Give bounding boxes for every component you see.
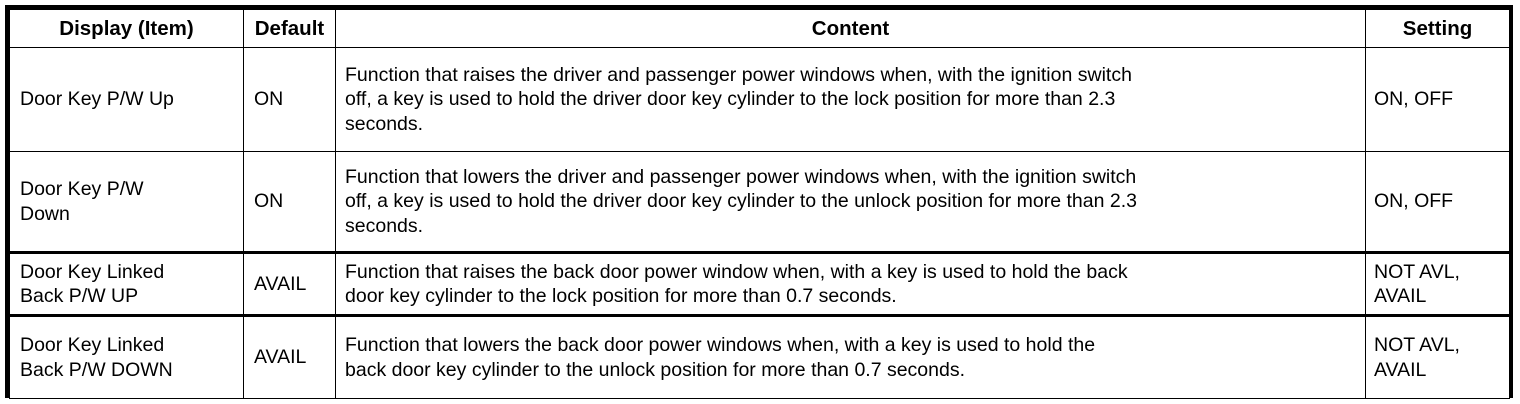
content-line: off, a key is used to hold the driver do… (345, 190, 1137, 213)
setting-line: NOT AVL, (1374, 260, 1460, 283)
cell-setting: NOT AVL, AVAIL (1365, 251, 1510, 316)
cell-display-item: Door Key P/W Down (9, 151, 244, 253)
cell-content: Function that lowers the back door power… (335, 314, 1366, 399)
table-row: Door Key Linked Back P/W UP AVAIL Functi… (9, 251, 1510, 316)
cell-content: Function that lowers the driver and pass… (335, 151, 1366, 253)
table-row: Door Key Linked Back P/W DOWN AVAIL Func… (9, 314, 1510, 399)
table-row: Door Key P/W Down ON Function that lower… (9, 151, 1510, 253)
table-row: Door Key P/W Up ON Function that raises … (9, 47, 1510, 152)
column-header-content: Content (335, 9, 1366, 48)
cell-content: Function that raises the driver and pass… (335, 47, 1366, 152)
item-line: Door Key Linked (20, 260, 165, 283)
content-line: seconds. (345, 214, 424, 237)
content-line: seconds. (345, 112, 424, 135)
item-line: Back P/W UP (20, 285, 139, 307)
setting-line: AVAIL (1374, 358, 1427, 381)
content-line: Function that raises the driver and pass… (345, 63, 1132, 86)
cell-display-item: Door Key Linked Back P/W DOWN (9, 314, 244, 399)
setting-line: NOT AVL, (1374, 334, 1460, 357)
item-line: Down (20, 202, 70, 225)
content-line: Function that raises the back door power… (345, 260, 1128, 283)
setting-line: AVAIL (1374, 285, 1427, 307)
item-line: Back P/W DOWN (20, 358, 173, 381)
content-line: Function that lowers the driver and pass… (345, 165, 1137, 188)
content-line: Function that lowers the back door power… (345, 334, 1096, 357)
cell-setting: NOT AVL, AVAIL (1365, 314, 1510, 399)
cell-default: AVAIL (243, 251, 336, 316)
setting-line: ON, OFF (1374, 88, 1454, 111)
item-line: Door Key Linked (20, 334, 165, 357)
table-header-row: Display (Item) Default Content Setting (9, 9, 1510, 48)
table-header: Display (Item) Default Content Setting (9, 9, 1510, 48)
cell-display-item: Door Key P/W Up (9, 47, 244, 152)
column-header-display-item: Display (Item) (9, 9, 244, 48)
content-line: door key cylinder to the lock position f… (345, 285, 897, 307)
content-line: off, a key is used to hold the driver do… (345, 88, 1116, 111)
item-line: Door Key P/W (20, 178, 144, 201)
cell-setting: ON, OFF (1365, 151, 1510, 253)
item-line: Door Key P/W Up (20, 88, 174, 111)
column-header-default: Default (243, 9, 336, 48)
cell-setting: ON, OFF (1365, 47, 1510, 152)
cell-default: ON (243, 151, 336, 253)
cell-default: AVAIL (243, 314, 336, 399)
cell-content: Function that raises the back door power… (335, 251, 1366, 316)
vehicle-setting-table: Display (Item) Default Content Setting D… (9, 9, 1510, 399)
setting-line: ON, OFF (1374, 190, 1454, 213)
cell-display-item: Door Key Linked Back P/W UP (9, 251, 244, 316)
column-header-setting: Setting (1365, 9, 1510, 48)
spec-table-container: Display (Item) Default Content Setting D… (5, 5, 1513, 399)
table-body: Door Key P/W Up ON Function that raises … (9, 47, 1510, 399)
cell-default: ON (243, 47, 336, 152)
content-line: back door key cylinder to the unlock pos… (345, 358, 966, 381)
